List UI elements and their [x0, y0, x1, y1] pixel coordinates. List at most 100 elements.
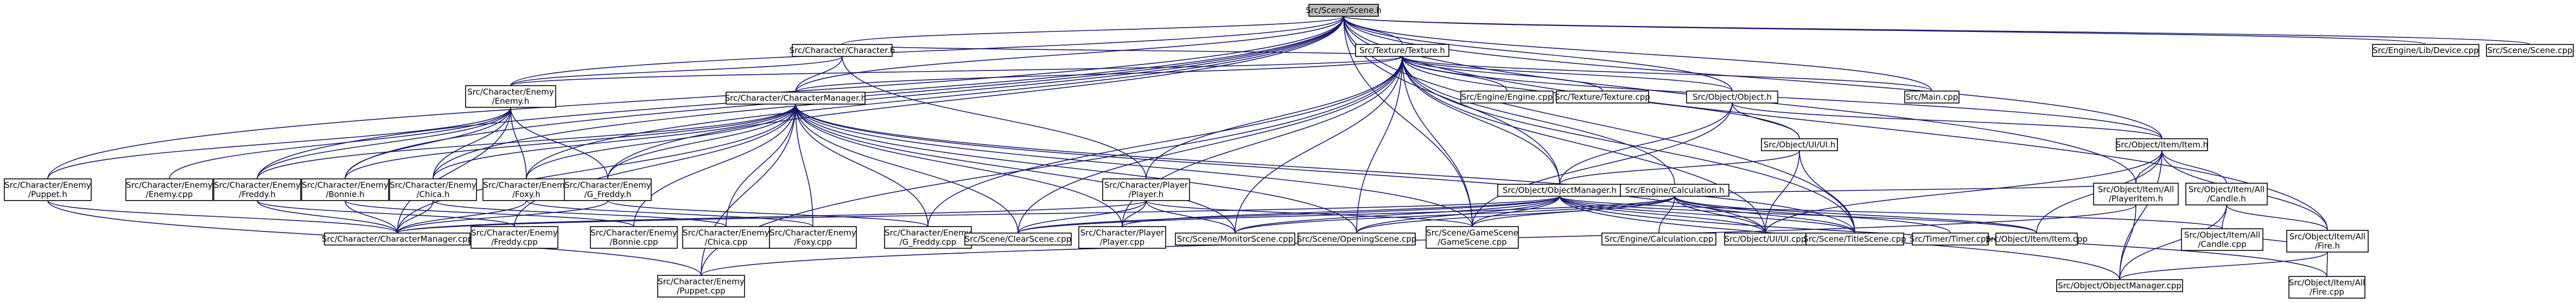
- node-box: [590, 226, 678, 249]
- node-ui-h[interactable]: Src/Object/UI/UI.h: [1761, 138, 1838, 151]
- node-box: [2286, 230, 2369, 253]
- node-label-line: /Candle.h: [2207, 194, 2246, 204]
- node-puppet-h[interactable]: Src/Character/Enemy/Puppet.h: [4, 178, 92, 201]
- node-label-line: /Freddy.h: [239, 190, 276, 199]
- edge-texture_h-to-gfreddy_cpp: [927, 56, 1403, 227]
- node-player-h[interactable]: Src/Character/Player/Player.h: [1102, 178, 1190, 201]
- node-openingscene-cpp[interactable]: Src/Scene/OpeningScene.cpp: [1297, 233, 1417, 246]
- node-label-line: Src/Scene/OpeningScene.cpp: [1297, 234, 1417, 244]
- node-gfreddy-cpp[interactable]: Src/Character/Enemy/G_Freddy.cpp: [884, 226, 972, 249]
- node-item-cpp[interactable]: Src/Object/Item/Item.cpp: [1986, 233, 2088, 246]
- node-label-line: /PlayerItem.h: [2109, 194, 2163, 204]
- node-label-line: Src/Engine/Calculation.cpp: [1605, 234, 1714, 244]
- node-box: [1426, 226, 1519, 249]
- edge-ui_h-to-ui_cpp: [1765, 150, 1800, 234]
- edge-calc_h-to-calc_cpp: [1658, 196, 1675, 234]
- node-ui-cpp[interactable]: Src/Object/UI/UI.cpp: [1724, 233, 1807, 246]
- node-label-line: Src/Main.cpp: [1906, 92, 1958, 102]
- node-gamescene-cpp[interactable]: Src/Scene/GameScene/GameScene.cpp: [1426, 226, 1519, 249]
- node-objmanager-h[interactable]: Src/Object/ObjectManager.h: [1497, 184, 1622, 197]
- node-label-line: Src/Texture/Texture.cpp: [1555, 92, 1650, 102]
- edge-objmanager_h-to-titlescene_cpp: [1559, 196, 1855, 234]
- node-box: [1686, 91, 1778, 104]
- edge-texture_h-to-item_h: [1402, 56, 2162, 139]
- node-main-cpp[interactable]: Src/Main.cpp: [1904, 91, 1960, 104]
- node-freddy-cpp[interactable]: Src/Character/Enemy/Freddy.cpp: [470, 226, 558, 249]
- node-box: [465, 85, 556, 108]
- node-foxy-h[interactable]: Src/Character/Enemy/Foxy.h: [482, 178, 570, 201]
- node-clearscene-cpp[interactable]: Src/Scene/ClearScene.cpp: [964, 233, 1072, 246]
- node-label-line: Src/Engine/Lib/Device.cpp: [2373, 46, 2479, 55]
- edge-player_h-to-charmanager_cpp: [397, 200, 1147, 234]
- node-charmanager-h[interactable]: Src/Character/CharacterManager.h: [725, 92, 866, 105]
- node-box: [2056, 279, 2183, 292]
- node-objmanager-cpp[interactable]: Src/Object/ObjectManager.cpp: [2056, 279, 2183, 292]
- edge-scene_h-to-character_h: [842, 16, 1344, 45]
- node-timer-cpp[interactable]: Src/Timer/Timer.cpp: [1910, 233, 1991, 246]
- node-chica-h[interactable]: Src/Character/Enemy/Chica.h: [389, 178, 477, 201]
- edge-texture_h-to-titlescene_cpp: [1402, 56, 1855, 234]
- node-label-line: Src/Object/ObjectManager.h: [1503, 185, 1617, 195]
- edge-chica_h-to-charmanager_cpp: [397, 200, 434, 234]
- node-label-line: /Player.h: [1129, 190, 1164, 199]
- node-lib-device-cpp[interactable]: Src/Engine/Lib/Device.cpp: [2372, 44, 2479, 57]
- node-object-h[interactable]: Src/Object/Object.h: [1686, 91, 1778, 104]
- node-monitorscene-cpp[interactable]: Src/Scene/MonitorScene.cpp: [1175, 233, 1295, 246]
- node-playeritem-h[interactable]: Src/Object/Item/All/PlayerItem.h: [2093, 183, 2179, 205]
- edge-texture_h-to-ui_cpp: [1402, 56, 1766, 234]
- node-label-line: Src/Character/Enemy: [590, 228, 677, 238]
- edge-charmanager_h-to-gfreddy_cpp: [795, 104, 928, 227]
- node-scene-cpp[interactable]: Src/Scene/Scene.cpp: [2486, 44, 2574, 57]
- node-calc-h[interactable]: Src/Engine/Calculation.h: [1620, 184, 1729, 197]
- edge-item_h-to-objmanager_cpp: [2119, 150, 2162, 280]
- node-puppet-cpp[interactable]: Src/Character/Enemy/Puppet.cpp: [657, 275, 745, 298]
- node-label-line: /Enemy.cpp: [146, 190, 193, 199]
- edge-player_h-to-monitorscene_cpp: [1146, 200, 1236, 234]
- node-bonnie-cpp[interactable]: Src/Character/Enemy/Bonnie.cpp: [590, 226, 678, 249]
- edge-objmanager_h-to-clearscene_cpp: [1017, 196, 1560, 234]
- node-texture-h[interactable]: Src/Texture/Texture.h: [1355, 44, 1449, 57]
- node-label-line: Src/Scene/GameScene: [1426, 228, 1518, 238]
- edge-bonnie_h-to-charmanager_cpp: [345, 200, 398, 234]
- node-scene-h[interactable]: Src/Scene/Scene.h: [1306, 4, 1382, 17]
- node-texture-cpp[interactable]: Src/Texture/Texture.cpp: [1555, 91, 1650, 104]
- node-enemy-cpp[interactable]: Src/Character/Enemy/Enemy.cpp: [125, 178, 213, 201]
- node-box: [2288, 276, 2365, 299]
- node-candle-cpp[interactable]: Src/Object/Item/All/Candle.cpp: [2181, 228, 2263, 251]
- node-gfreddy-h[interactable]: Src/Character/Enemy/G_Freddy.h: [564, 178, 652, 201]
- node-candle-h[interactable]: Src/Object/Item/All/Candle.h: [2185, 183, 2268, 205]
- node-box: [1904, 91, 1960, 104]
- node-label-line: /Fire.cpp: [2310, 287, 2344, 297]
- node-foxy-cpp[interactable]: Src/Character/Enemy/Foxy.cpp: [769, 226, 857, 249]
- node-character-h[interactable]: Src/Character/Character.h: [790, 44, 895, 57]
- edge-player_h-to-clearscene_cpp: [1017, 200, 1147, 234]
- node-label-line: Src/Texture/Texture.h: [1359, 46, 1445, 55]
- node-enemy-h[interactable]: Src/Character/Enemy/Enemy.h: [465, 85, 556, 108]
- node-fire-h[interactable]: Src/Object/Item/All/Fire.h: [2286, 230, 2369, 253]
- edge-freddy_h-to-charmanager_cpp: [257, 200, 398, 234]
- edge-player_h-to-player_cpp: [1122, 200, 1147, 227]
- node-box: [657, 275, 745, 298]
- node-item-h[interactable]: Src/Object/Item/Item.h: [2116, 138, 2208, 151]
- node-label-line: /Enemy.h: [492, 96, 530, 106]
- node-label-line: Src/Engine/Engine.cpp: [1461, 92, 1553, 102]
- node-box: [1620, 184, 1729, 197]
- node-charmanager-cpp[interactable]: Src/Character/CharacterManager.cpp: [322, 233, 473, 246]
- node-label-line: Src/Object/Item/All: [2289, 278, 2365, 288]
- node-label-line: Src/Scene/ClearScene.cpp: [965, 234, 1071, 244]
- node-player-cpp[interactable]: Src/Character/Player/Player.cpp: [1078, 226, 1166, 249]
- node-titlescene-cpp[interactable]: Src/Scene/TitleScene.cpp: [1803, 233, 1906, 246]
- node-chica-cpp[interactable]: Src/Character/Enemy/Chica.cpp: [682, 226, 770, 249]
- node-engine-cpp[interactable]: Src/Engine/Engine.cpp: [1460, 91, 1554, 104]
- node-bonnie-h[interactable]: Src/Character/Enemy/Bonnie.h: [301, 178, 389, 201]
- node-label-line: Src/Object/Item/Item.h: [2116, 140, 2208, 150]
- node-box: [1761, 138, 1838, 151]
- node-freddy-h[interactable]: Src/Character/Enemy/Freddy.h: [213, 178, 301, 201]
- node-box: [2185, 183, 2268, 205]
- node-calc-cpp[interactable]: Src/Engine/Calculation.cpp: [1601, 233, 1716, 246]
- node-label-line: Src/Character/Enemy: [214, 180, 301, 190]
- node-fire-cpp[interactable]: Src/Object/Item/All/Fire.cpp: [2288, 276, 2365, 299]
- edge-texture_h-to-player_h: [1146, 56, 1403, 179]
- node-box: [1805, 233, 1904, 246]
- node-label-line: Src/Object/Item/Item.cpp: [1986, 234, 2088, 244]
